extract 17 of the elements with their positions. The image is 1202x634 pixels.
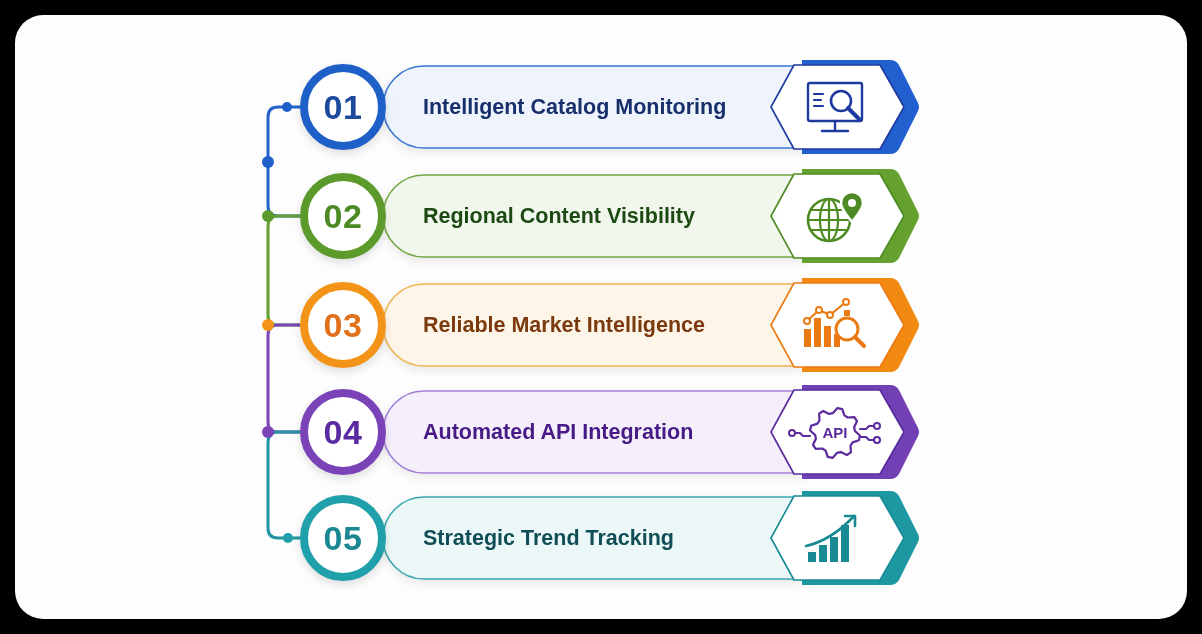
step-title: Regional Content Visibility — [423, 203, 695, 229]
step-title: Automated API Integration — [423, 419, 694, 445]
step-number: 05 — [323, 520, 363, 556]
icon-label: API — [822, 425, 848, 441]
step-number: 02 — [323, 198, 363, 234]
step-band — [383, 384, 920, 480]
connector-line — [266, 430, 300, 540]
step-band — [383, 59, 920, 155]
step-band — [383, 168, 920, 264]
step-band — [383, 490, 920, 586]
step-number: 01 — [323, 89, 363, 125]
step-number: 03 — [323, 307, 363, 343]
step-title: Reliable Market Intelligence — [423, 312, 705, 338]
step-number: 04 — [323, 414, 363, 450]
step-title: Strategic Trend Tracking — [423, 525, 674, 551]
step-title: Intelligent Catalog Monitoring — [423, 94, 727, 120]
step-band — [383, 277, 920, 373]
